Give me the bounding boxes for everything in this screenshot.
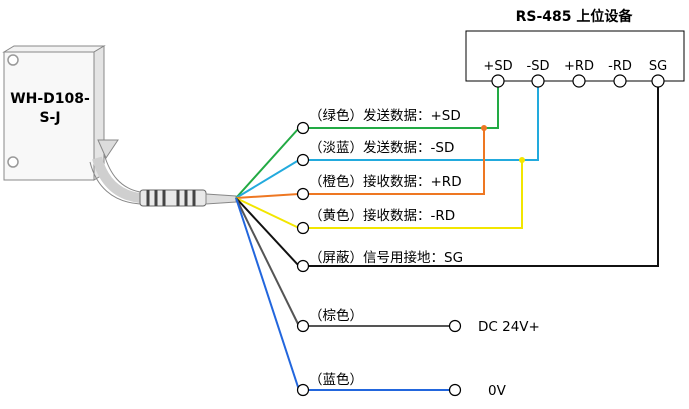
- wire-label-blue: （蓝色）: [309, 371, 363, 388]
- host-terminals: [491, 74, 665, 88]
- cable-upper-edge: [103, 153, 141, 193]
- terminal-plus-rd: [572, 74, 586, 88]
- wire-label-orange: （橙色）接收数据：+RD: [309, 173, 462, 190]
- wire-terminal-yellow: [296, 221, 310, 235]
- wire-fan-green: [235, 127, 300, 199]
- run-orange: [305, 128, 485, 195]
- sensor-body: WH-D108- S-J: [2, 45, 106, 181]
- wire-fan-blue: [235, 197, 300, 391]
- terminal-plus-sd: [491, 74, 505, 88]
- wire-runs: [305, 87, 659, 391]
- wire-terminal-brown: [296, 319, 310, 333]
- run-lightblue: [305, 87, 539, 161]
- cable-connector: [139, 189, 207, 207]
- host-box: [465, 30, 685, 82]
- terminal-minus-sd: [531, 74, 545, 88]
- wire-label-green: （绿色）发送数据：+SD: [309, 107, 461, 124]
- junction-yellow-blue: [519, 157, 525, 163]
- wire-label-shield: （屏蔽）信号用接地：SG: [309, 249, 463, 266]
- wire-fan: [235, 127, 300, 391]
- run-yellow: [305, 160, 523, 229]
- host-title: RS-485 上位设备: [516, 8, 634, 25]
- terminal-sg: [651, 74, 665, 88]
- mount-hole-top: [7, 54, 19, 66]
- sensor-model-line2: S-J: [39, 110, 60, 126]
- supply-terminal-0v: [448, 383, 462, 397]
- run-green: [305, 87, 499, 129]
- wire-fan-brown: [235, 197, 300, 327]
- sensor-model-line1: WH-D108-: [10, 91, 90, 107]
- wire-terminal-shield: [296, 259, 310, 273]
- wire-terminals: [296, 121, 462, 397]
- supply-label-0v: 0V: [488, 383, 507, 399]
- wire-terminal-orange: [296, 187, 310, 201]
- wire-fan-shield: [235, 197, 300, 267]
- wire-label-brown: （棕色）: [309, 307, 363, 324]
- terminal-label-minus-rd: -RD: [608, 59, 632, 74]
- cable-lower-edge: [89, 161, 141, 205]
- wire-labels: （绿色）发送数据：+SD （淡蓝）发送数据：-SD （橙色）接收数据：+RD （…: [309, 107, 540, 399]
- wire-fan-yellow: [235, 197, 300, 229]
- supply-label-24v: DC 24V+: [478, 319, 540, 335]
- wire-terminal-blue: [296, 383, 310, 397]
- supply-terminal-24v: [448, 319, 462, 333]
- terminal-minus-rd: [613, 74, 627, 88]
- mount-hole-bottom: [7, 156, 19, 168]
- junction-orange-green: [481, 125, 487, 131]
- terminal-label-sg: SG: [649, 59, 667, 74]
- terminal-label-plus-sd: +SD: [483, 59, 512, 74]
- wire-label-lightblue: （淡蓝）发送数据：-SD: [309, 140, 454, 156]
- wire-terminal-lightblue: [296, 153, 310, 167]
- wire-terminal-green: [296, 121, 310, 135]
- terminal-label-minus-sd: -SD: [527, 59, 550, 74]
- sensor-cable: [89, 139, 237, 207]
- wire-fan-orange: [235, 193, 300, 199]
- terminal-label-plus-rd: +RD: [564, 59, 594, 74]
- run-shield: [305, 87, 659, 267]
- wire-fan-lightblue: [235, 159, 300, 199]
- host-device: RS-485 上位设备 +SD -SD +RD -RD SG: [465, 8, 685, 82]
- wire-label-yellow: （黄色）接收数据：-RD: [309, 207, 455, 224]
